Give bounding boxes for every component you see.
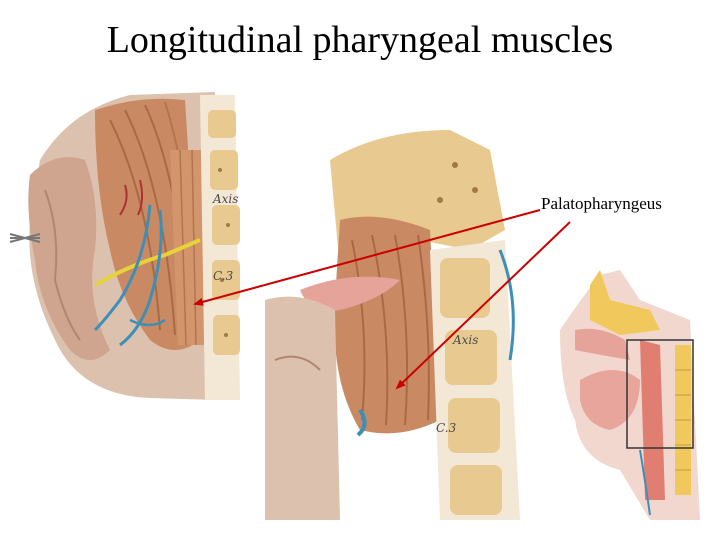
sagittal-illustration-center: Axis C.3 [265, 130, 520, 520]
vertebra-label: Axis [452, 333, 478, 347]
pointer-arrow-left [193, 209, 541, 306]
slide-title: Longitudinal pharyngeal muscles [106, 19, 614, 61]
vertebra-label: C.3 [436, 421, 457, 435]
vertebra-label: C.3 [213, 269, 234, 283]
inset-region-box [626, 339, 694, 449]
vertebra-label: Axis [212, 192, 238, 206]
palatopharyngeus-label: Palatopharyngeus [541, 194, 662, 213]
pointer-arrow-center [395, 221, 571, 390]
dissection-illustration-left: Axis C.3 [9, 92, 240, 400]
palatopharyngeus-pointers [193, 209, 571, 390]
head-overview-inset [560, 270, 700, 520]
